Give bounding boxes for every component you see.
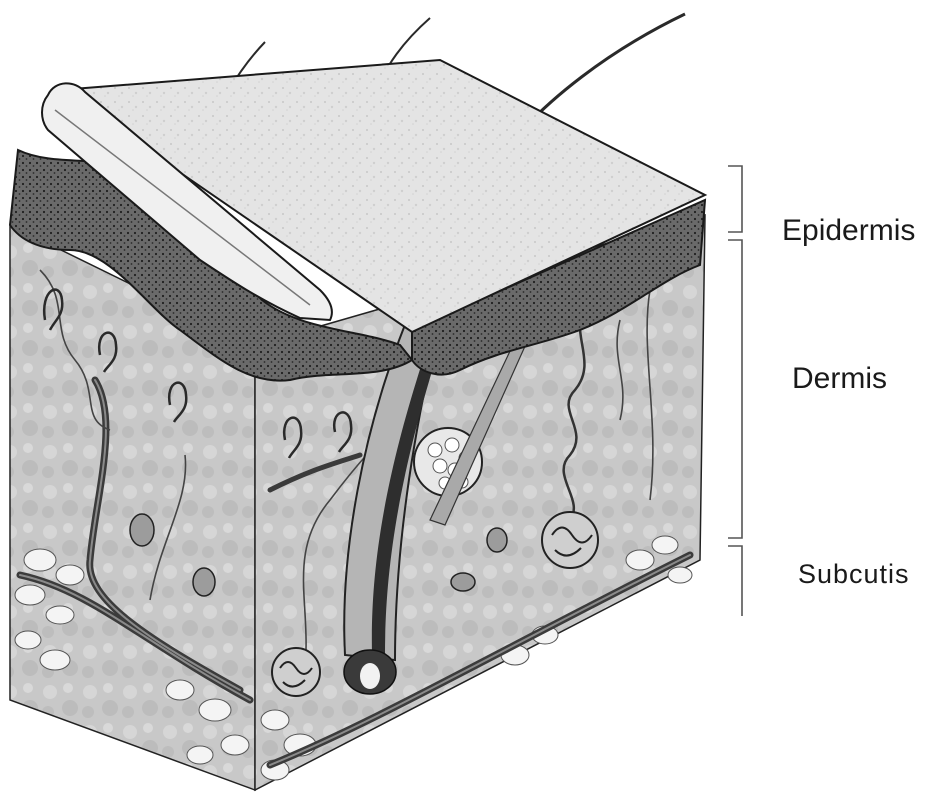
- label-epidermis: Epidermis: [782, 214, 915, 248]
- sweat-gland: [542, 512, 598, 568]
- sweat-gland: [272, 648, 320, 696]
- hair-papilla: [360, 663, 380, 689]
- label-dermis: Dermis: [792, 362, 887, 396]
- bracket-subcutis: [728, 546, 742, 616]
- layer-brackets: [728, 166, 742, 616]
- bracket-epidermis: [728, 166, 742, 232]
- label-subcutis: Subcutis: [798, 559, 910, 590]
- bracket-dermis: [728, 240, 742, 538]
